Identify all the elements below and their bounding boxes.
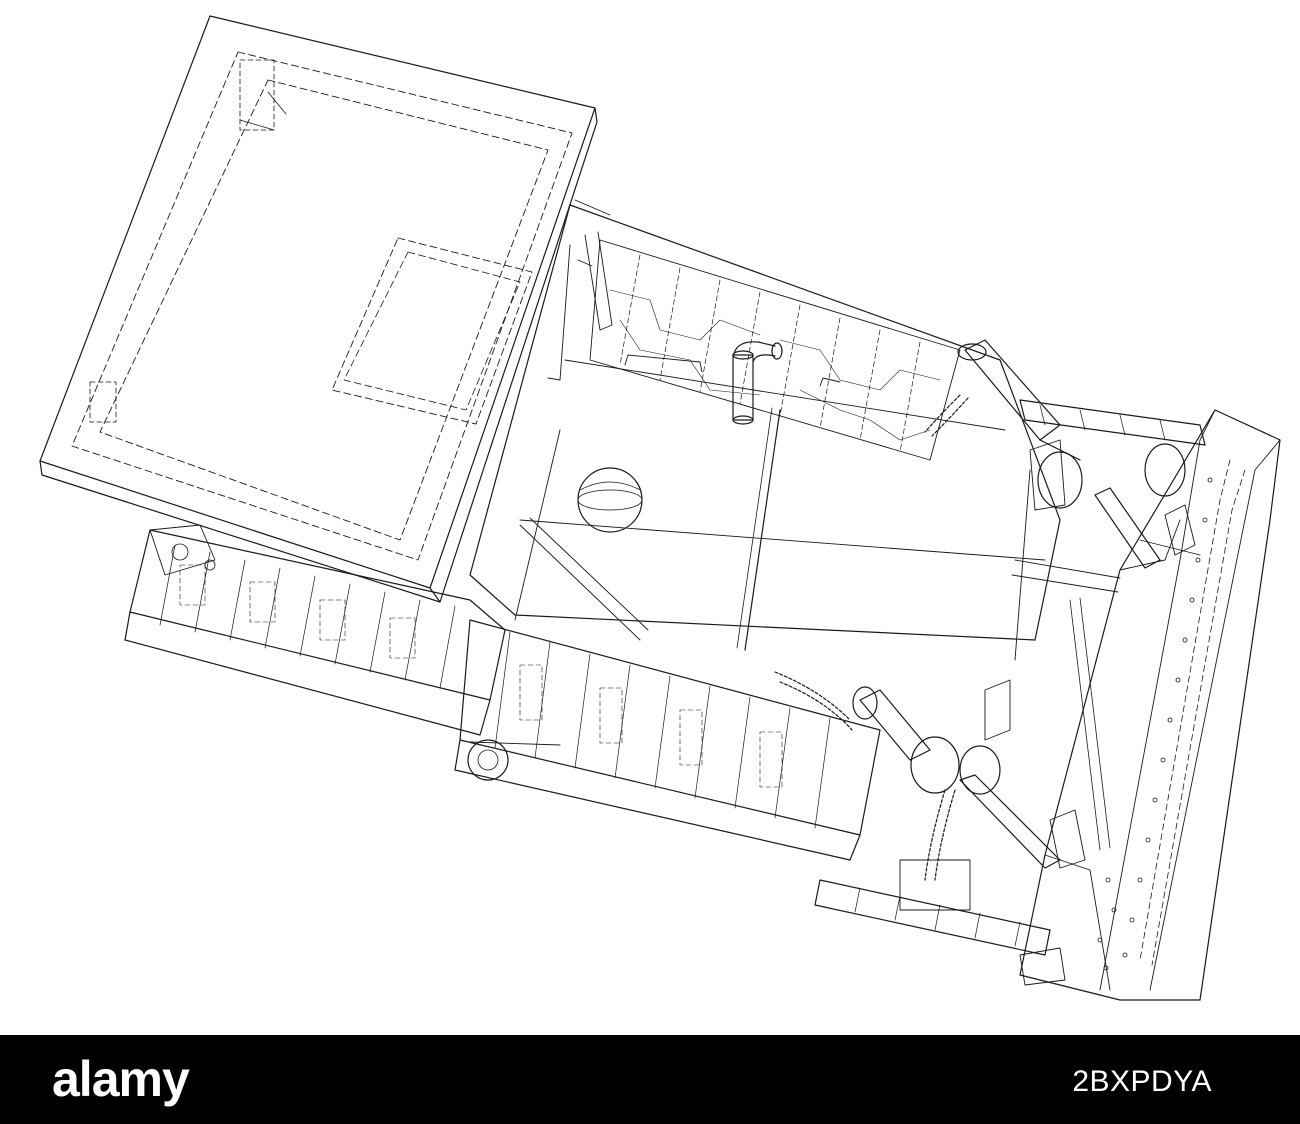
watermark-bar: alamy 2BXPDYA [0,1035,1300,1124]
cab-roof [39,15,598,603]
dozer-blade [1019,409,1281,1001]
right-track [454,619,881,861]
left-track [124,524,506,736]
image-code: 2BXPDYA [1072,1065,1212,1098]
bulldozer-wireframe-drawing [39,15,1281,1001]
alamy-logo: alamy [52,1051,190,1107]
lift-arms [774,339,1206,956]
engine-body [469,199,1121,661]
